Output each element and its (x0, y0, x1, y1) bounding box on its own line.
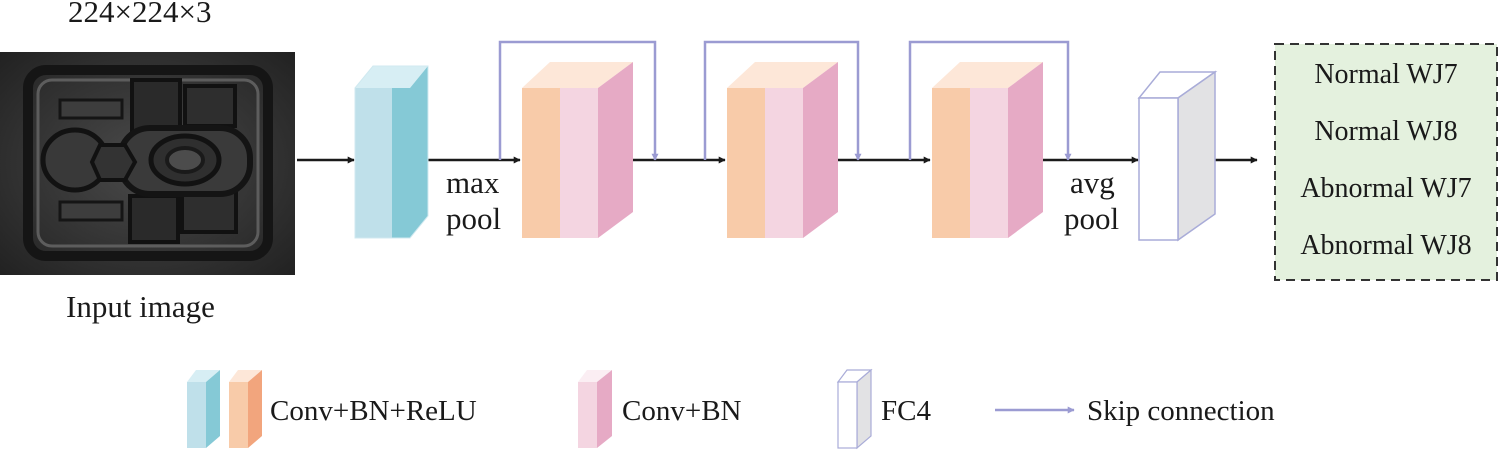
legend-conv-bn-label: Conv+BN (622, 395, 742, 427)
skip-connection-3 (908, 40, 1072, 161)
avg-pool-label-line1: avg (1070, 165, 1115, 200)
conv1-block (354, 65, 429, 239)
class-abnormal-wj7: Abnormal WJ7 (1300, 173, 1471, 204)
max-pool-label-line2: pool (446, 201, 501, 236)
class-abnormal-wj8: Abnormal WJ8 (1300, 230, 1471, 261)
input-image (0, 52, 295, 275)
legend-conv-bn-swatch (578, 370, 612, 448)
fc-block (1137, 70, 1218, 242)
max-pool-label-line1: max (446, 165, 500, 200)
class-normal-wj7: Normal WJ7 (1314, 59, 1457, 90)
legend-fc-label: FC4 (881, 395, 931, 427)
legend-conv-bn-relu-swatch (187, 370, 262, 448)
residual-block-2 (727, 62, 838, 238)
skip-connection-1 (498, 40, 659, 161)
input-size-label: 224×224×3 (68, 0, 211, 29)
legend-fc-swatch (836, 368, 873, 450)
class-normal-wj8: Normal WJ8 (1314, 116, 1457, 147)
avg-pool-label-line2: pool (1064, 201, 1119, 236)
legend-skip-label: Skip connection (1087, 395, 1275, 427)
output-classes-box: Normal WJ7 Normal WJ8 Abnormal WJ7 Abnor… (1274, 43, 1498, 281)
residual-block-1 (522, 62, 633, 238)
skip-connections (498, 40, 1072, 161)
residual-block-3 (932, 62, 1043, 238)
legend-conv-bn-relu-label: Conv+BN+ReLU (270, 395, 477, 427)
skip-connection-2 (703, 40, 862, 161)
legend: Conv+BN+ReLU Conv+BN FC4 Skip connection (187, 368, 1275, 450)
input-image-caption: Input image (66, 289, 215, 324)
